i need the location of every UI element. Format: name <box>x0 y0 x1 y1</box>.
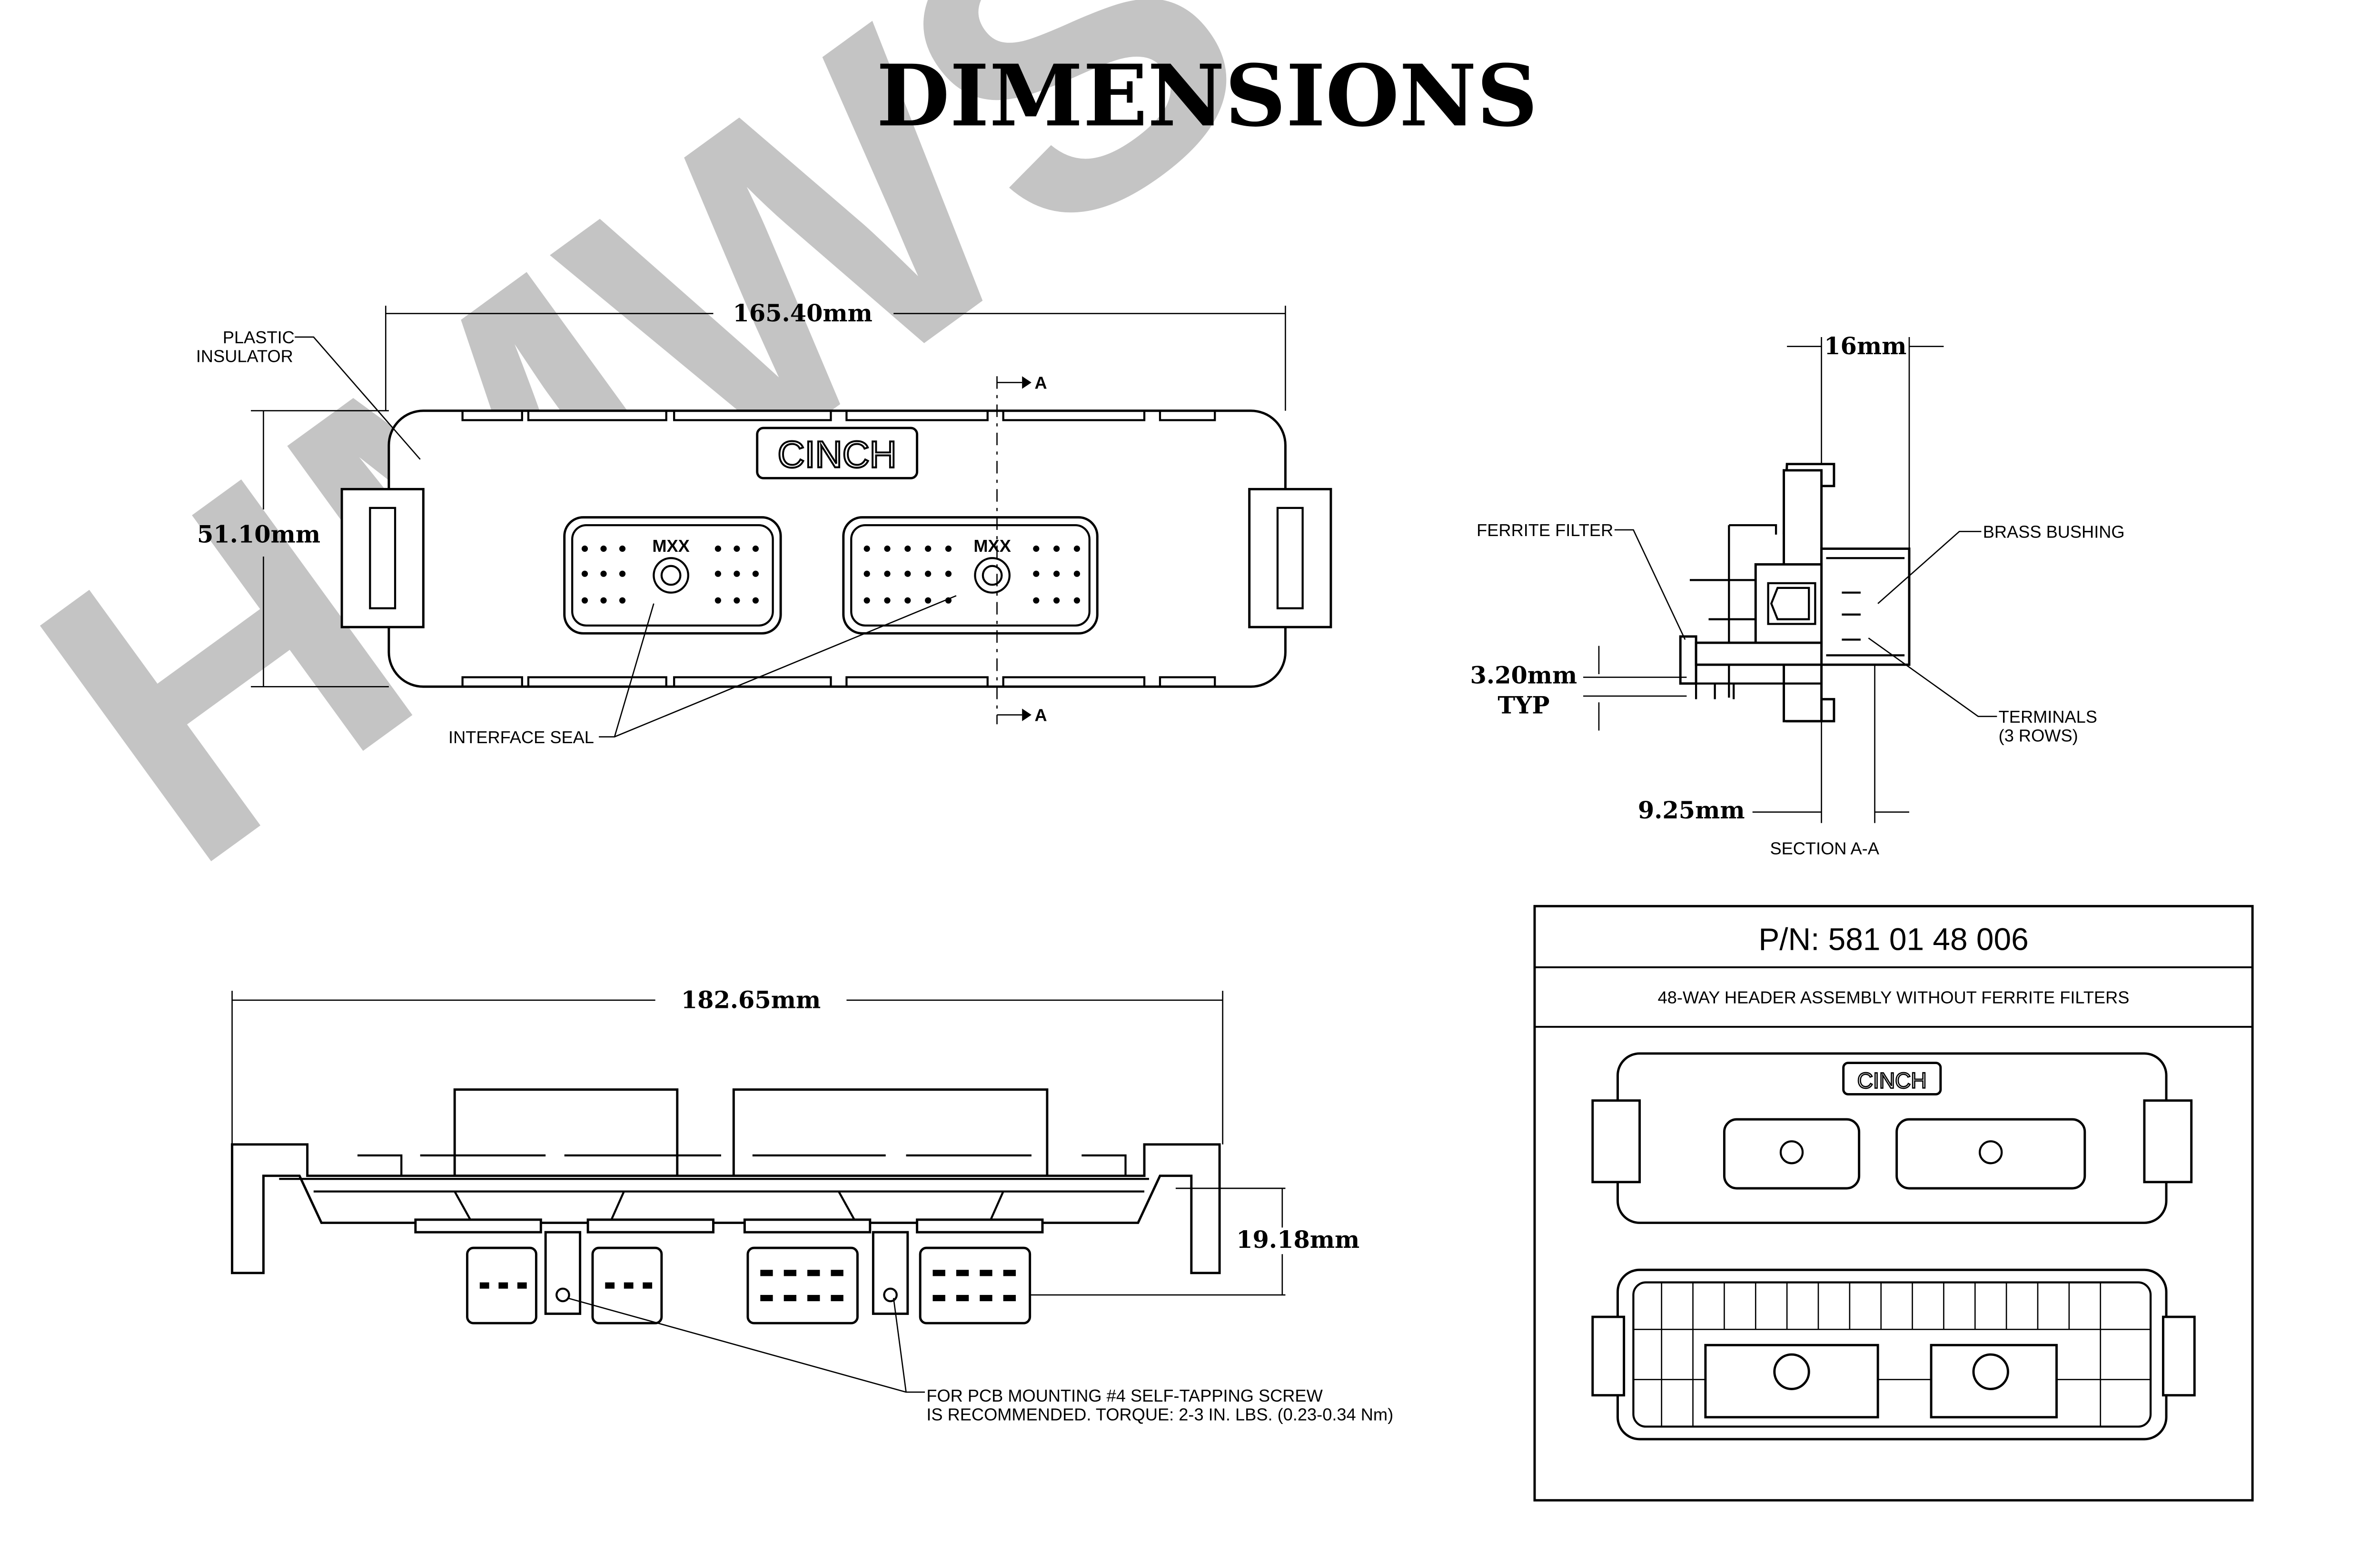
length-dimension: 182.65mm <box>681 986 821 1014</box>
mini-cinch-logo: CINCH <box>1857 1068 1927 1093</box>
side-view: 182.65mm 19.18mm FOR PCB MOUNTING #4 SEL… <box>231 986 1393 1424</box>
section-mark-bottom: A <box>1035 706 1047 725</box>
part-info-box: P/N: 581 01 48 006 48-WAY HEADER ASSEMBL… <box>1533 905 2254 1502</box>
pitch-typ: TYP <box>1497 691 1549 719</box>
mxx-label-1: MXX <box>652 536 690 556</box>
contact-pins-2 <box>863 545 1081 604</box>
section-mark-top: A <box>1035 373 1047 393</box>
cinch-logo: CINCH <box>778 433 897 475</box>
pitch-dimension: 3.20mm <box>1470 662 1577 689</box>
width-dimension: 165.40mm <box>733 299 872 327</box>
section-view: 16mm FERRITE FILTER BRASS BUSHING TERMIN… <box>1470 332 2125 858</box>
mxx-label-2: MXX <box>973 536 1011 556</box>
height-dimension: 51.10mm <box>197 520 320 548</box>
mounting-note-1: FOR PCB MOUNTING #4 SELF-TAPPING SCREW <box>926 1386 1323 1405</box>
brass-bushing-label: BRASS BUSHING <box>1983 522 2125 541</box>
top-view: 165.40mm 51.10mm CINCH MXX <box>196 299 1332 747</box>
side-height-dimension: 19.18mm <box>1236 1226 1359 1254</box>
offset-dimension: 9.25mm <box>1638 796 1745 824</box>
ferrite-filter-label: FERRITE FILTER <box>1477 520 1613 540</box>
terminals-label-1: TERMINALS <box>1999 707 2097 727</box>
part-number: P/N: 581 01 48 006 <box>1758 921 2028 956</box>
plastic-insulator-label-1: PLASTIC <box>223 328 295 347</box>
part-description: 48-WAY HEADER ASSEMBLY WITHOUT FERRITE F… <box>1658 987 2130 1007</box>
page-title: DIMENSIONS <box>876 46 1538 145</box>
terminals-label-2: (3 ROWS) <box>1999 726 2078 746</box>
section-caption: SECTION A-A <box>1770 839 1879 858</box>
interface-seal-label: INTERFACE SEAL <box>448 727 594 747</box>
mounting-note-2: IS RECOMMENDED. TORQUE: 2-3 IN. LBS. (0.… <box>926 1404 1393 1424</box>
depth-dimension: 16mm <box>1824 332 1906 360</box>
plastic-insulator-label-2: INSULATOR <box>196 347 293 366</box>
contact-pins-1 <box>581 545 759 604</box>
